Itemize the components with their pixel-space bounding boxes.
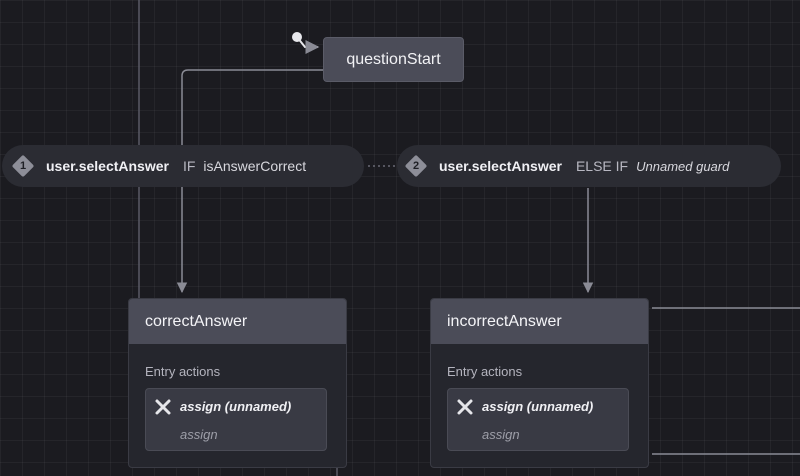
transition-number-badge: 2 [403,153,429,179]
action-name: assign (unnamed) [180,399,292,414]
guard-keyword: ELSE IF [575,158,629,174]
state-question-start[interactable]: questionStart [323,37,464,82]
transition-event-2[interactable]: 2 user.selectAnswer ELSE IF Unnamed guar… [397,145,781,187]
state-label: questionStart [346,50,441,68]
transition-to-correct [176,69,323,294]
initial-transition-arrow [296,36,320,54]
event-name: user.selectAnswer [46,158,169,174]
guard-name: isAnswerCorrect [203,158,307,174]
state-incorrect-answer[interactable]: incorrectAnswer Entry actions assign (un… [430,298,649,468]
event-name: user.selectAnswer [439,158,562,174]
transition-event-1[interactable]: 1 user.selectAnswer IF isAnswerCorrect [2,145,364,187]
entry-actions-label: Entry actions [447,364,523,379]
entry-action-card[interactable]: assign (unnamed) assign [145,388,327,451]
action-type: assign [482,427,520,442]
state-label: incorrectAnswer [447,312,562,330]
state-header: correctAnswer [129,299,346,344]
guard-name: Unnamed guard [636,158,730,174]
guard-keyword: IF [182,158,196,174]
xstate-x-icon [155,399,171,415]
state-header: incorrectAnswer [431,299,648,344]
entry-actions-label: Entry actions [145,364,221,379]
entry-action-card[interactable]: assign (unnamed) assign [447,388,629,451]
xstate-x-icon [457,399,473,415]
state-correct-answer[interactable]: correctAnswer Entry actions assign (unna… [128,298,347,468]
state-label: correctAnswer [145,312,248,330]
action-name: assign (unnamed) [482,399,594,414]
transition-number-badge: 1 [10,153,36,179]
action-type: assign [180,427,218,442]
